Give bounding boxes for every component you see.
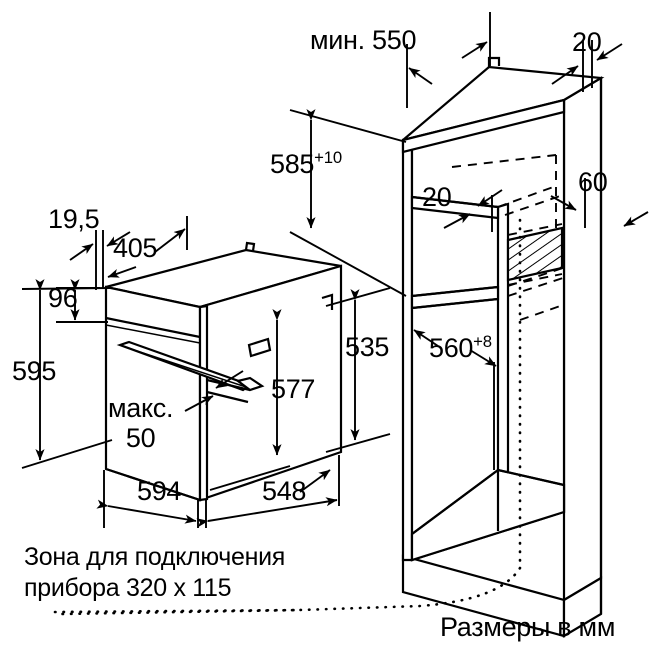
note-dotted-underline — [53, 608, 302, 614]
dim-label-585: 585+10 — [270, 149, 342, 178]
dim-label-max-value: 50 — [125, 422, 156, 453]
dim-leader-max50-upper — [215, 370, 244, 389]
cabinet-hidden-edge-upper-diag2 — [504, 195, 561, 216]
dim-label-577: 577 — [271, 374, 316, 404]
oven-top-rear-riser — [244, 241, 256, 252]
dim-leader-min550-right — [461, 41, 488, 59]
oven-handle-support — [206, 378, 251, 392]
cabinet-floor-edge-a — [411, 469, 499, 535]
dim-leader-405-right — [154, 228, 186, 253]
dim-label-548: 548 — [262, 476, 307, 506]
dim-leader-20shelf-left — [443, 213, 471, 229]
dim-leader-19-5-left — [69, 243, 94, 261]
dim-label-max-word: макс. — [108, 393, 174, 423]
dim-leader-405-left — [107, 266, 137, 278]
dim-label-19-5: 19,5 — [48, 204, 100, 234]
oven-handle-end-block — [235, 376, 265, 392]
dim-leader-20top-right — [596, 43, 623, 61]
dim-leader-20shelf-right — [477, 189, 503, 207]
dim-leader-min550-left — [408, 67, 433, 85]
connection-zone-note-line2: прибора 320 x 115 — [24, 573, 232, 602]
dim-leader-max50-lower — [184, 395, 214, 412]
dim-label-405: 405 — [113, 233, 158, 263]
cabinet-middle-shelf-edge — [411, 285, 499, 298]
units-note: Размеры в мм — [440, 612, 616, 642]
dim-label-96: 96 — [48, 283, 78, 313]
cabinet-hidden-edge-lower-1 — [507, 267, 564, 287]
connection-zone-note-line1: Зона для подключения — [24, 543, 286, 571]
oven-assembly — [104, 241, 343, 502]
dim-label-585-tolerance: +10 — [314, 148, 342, 167]
dim-leader-60-left — [550, 195, 577, 211]
dim-leader-20top-left — [551, 65, 579, 85]
cabinet-hidden-edge-lower-3 — [519, 304, 564, 321]
dim-label-20-top: 20 — [572, 27, 602, 57]
cabinet-hidden-edge-lower-2 — [507, 277, 564, 297]
ext-line-595-bottom — [21, 439, 113, 469]
dim-label-535: 535 — [345, 332, 390, 362]
dim-label-max-50: макс. 50 — [108, 393, 174, 453]
connection-zone-note: Зона для подключения прибора 320 x 115 — [24, 542, 285, 603]
cabinet-top-panel-thickness — [401, 98, 566, 154]
cabinet-left-front-stile — [401, 138, 414, 562]
cabinet-hidden-edge-upper-back — [451, 154, 557, 168]
cabinet-assembly — [58, 56, 605, 638]
cable-route-dotted-curve — [58, 566, 522, 616]
oven-door-seam-line — [206, 390, 249, 404]
dim-label-560-value: 560 — [429, 333, 474, 363]
cabinet-niche-bottom-left — [411, 297, 499, 310]
oven-dimension-lines — [21, 216, 391, 528]
dim-leader-548-extra — [299, 469, 331, 493]
dim-label-560: 560+8 — [429, 333, 492, 362]
dim-label-20-shelf: 20 — [422, 182, 452, 212]
dim-leader-560-right — [469, 349, 497, 367]
cabinet-floor-edge-b — [497, 468, 565, 487]
dim-label-595: 595 — [12, 356, 57, 386]
oven-side-grip — [247, 337, 272, 358]
dim-leader-60-right — [623, 211, 649, 227]
cabinet-dimension-lines — [289, 12, 649, 470]
dim-line-594 — [96, 499, 197, 524]
dim-leader-19-5-right — [106, 231, 131, 247]
oven-control-panel-split-2 — [105, 324, 201, 344]
cabinet-top-notch — [487, 56, 501, 67]
dim-label-min-550: мин. 550 — [310, 25, 417, 55]
ext-line-585-top — [289, 109, 407, 143]
ext-line-535-bottom — [325, 433, 391, 453]
oven-control-panel-split — [105, 316, 201, 339]
dim-line-548 — [196, 497, 338, 528]
dim-label-594: 594 — [137, 476, 182, 506]
ext-line-585-bottom — [289, 231, 407, 297]
dim-label-585-value: 585 — [270, 149, 315, 179]
cabinet-right-side-panel — [562, 76, 603, 602]
dim-label-60: 60 — [578, 167, 608, 197]
ext-line-577-bottom — [209, 465, 291, 491]
dim-label-560-tolerance: +8 — [473, 332, 492, 351]
cabinet-hidden-edge-upper-diag — [497, 185, 557, 208]
oven-bottom-front-edge — [105, 467, 201, 502]
dim-leader-560-left — [413, 329, 439, 347]
